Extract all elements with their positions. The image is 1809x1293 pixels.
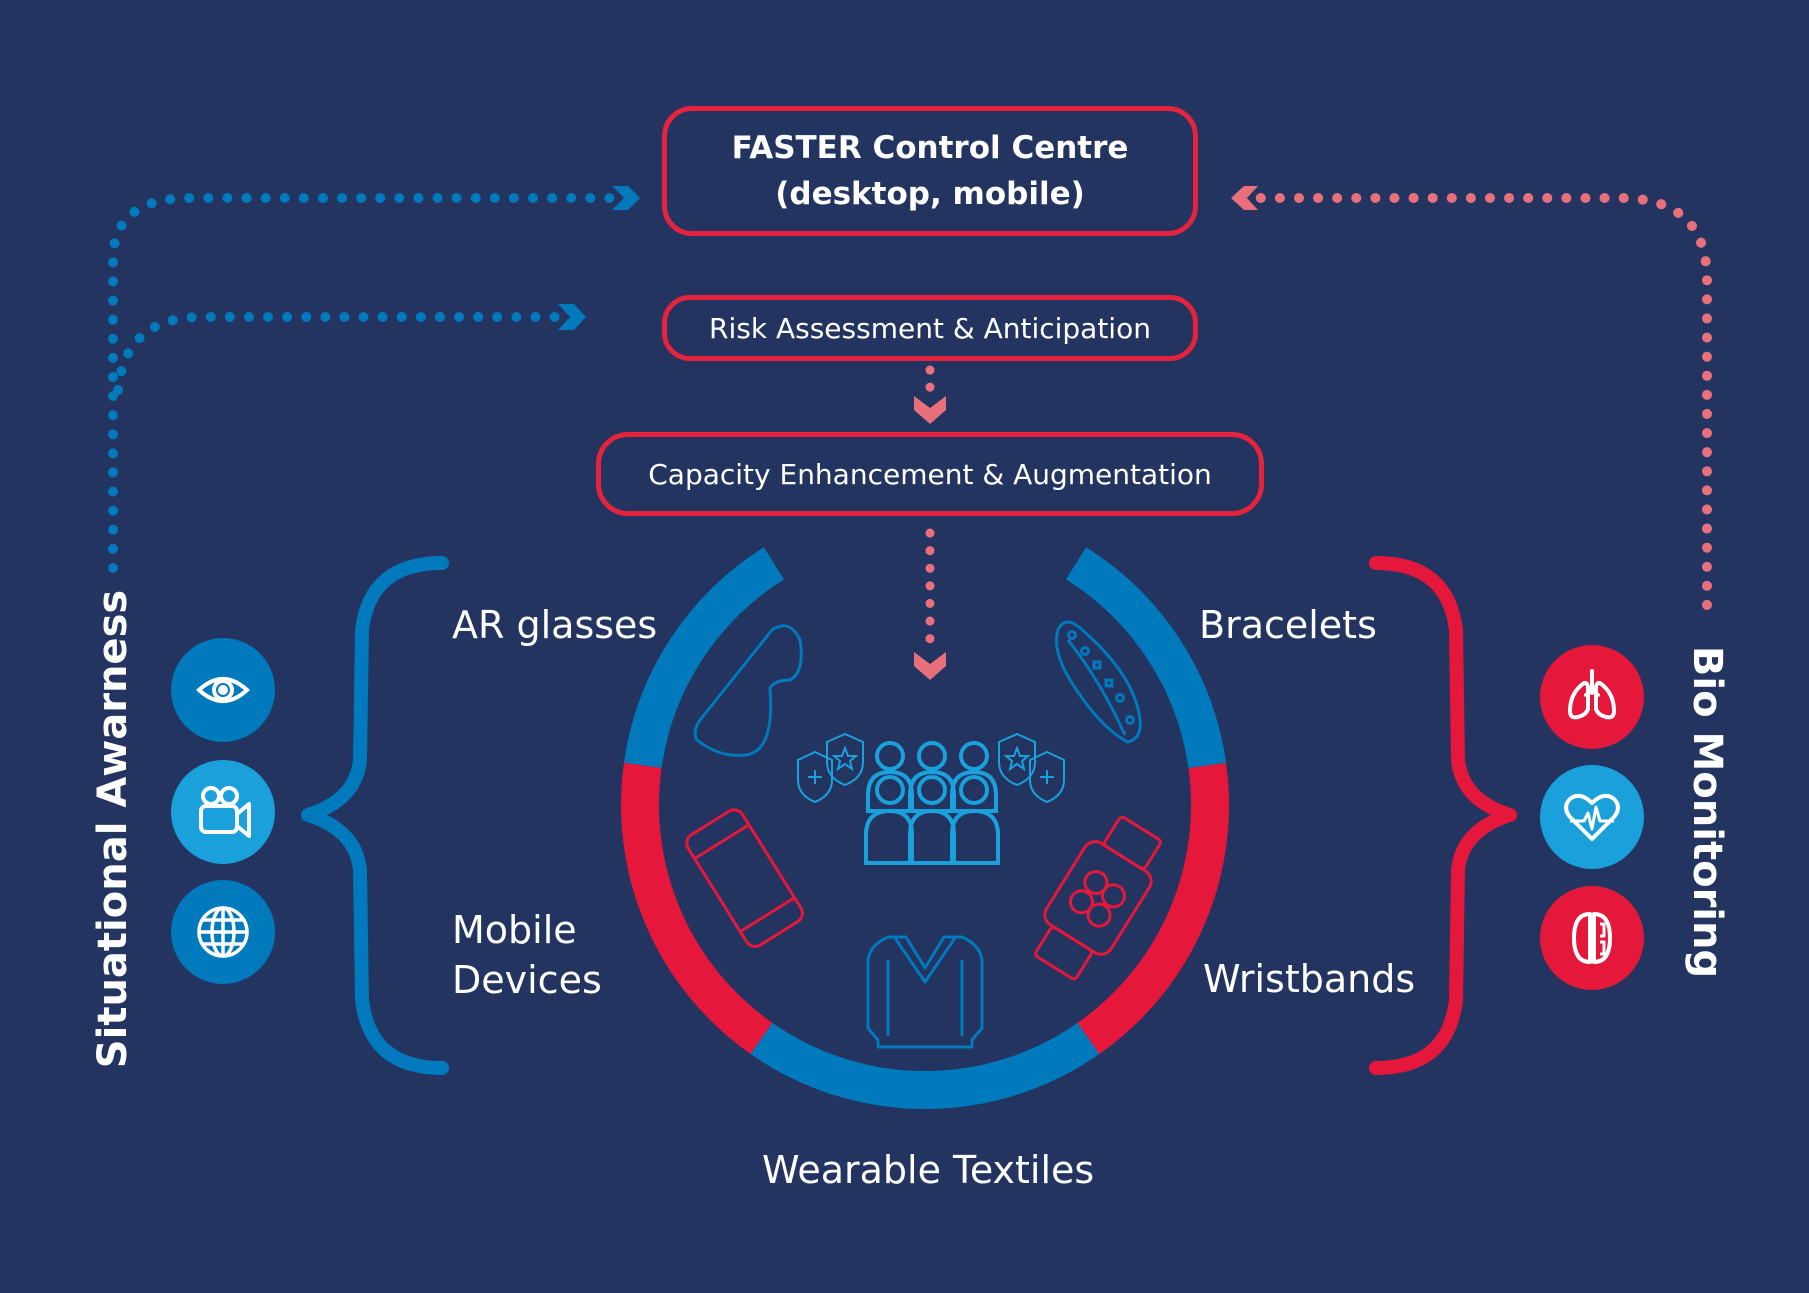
arrow-head-bio [1231,186,1258,210]
label-bracelets: Bracelets [1199,603,1377,647]
arrow-down-capacity [914,396,946,424]
capacity-enhancement-label: Capacity Enhancement & Augmentation [648,457,1212,491]
shield-icons [797,732,1065,804]
connector-bio-to-control-centre [1251,193,1712,610]
connector-to-risk [113,312,565,395]
connector-to-control-centre [108,193,620,573]
arrow-head-risk [558,304,586,330]
situational-awareness-title: Situational Awarness [90,589,136,1069]
control-centre-title: FASTER Control Centre [731,130,1129,166]
capacity-enhancement-box[interactable]: Capacity Enhancement & Augmentation [596,432,1264,516]
ring-segment-wearable-textiles [750,1022,1100,1109]
video-camera-icon [171,760,275,864]
bio-monitoring-title: Bio Monitoring [1684,645,1730,979]
heart-rate-icon [1540,765,1644,869]
label-wristbands: Wristbands [1203,957,1416,1001]
ring-segment-bracelets [1065,547,1227,769]
risk-assessment-label: Risk Assessment & Anticipation [709,311,1151,345]
ring-segment-ar-glasses [623,547,785,769]
shirt-icon [866,935,984,1049]
smartwatch-icon [1034,815,1162,981]
device-ring [621,547,1229,1109]
globe-icon [171,880,275,984]
right-brace [1369,556,1517,1075]
mobile-phone-icon [685,808,804,948]
ring-segment-wristbands [1077,762,1229,1055]
arrow-down-team [914,652,946,680]
ar-glasses-icon [693,624,803,757]
label-wearable-textiles: Wearable Textiles [762,1148,1095,1192]
team-with-shields-icon [864,741,1000,865]
label-mobile: Mobile [452,908,577,952]
lungs-icon [1540,645,1644,749]
bracelet-icon [1055,620,1142,744]
label-ar-glasses: AR glasses [452,603,658,647]
arrow-head-control-centre [612,186,640,210]
label-devices: Devices [452,958,602,1002]
control-centre-subtitle: (desktop, mobile) [775,176,1085,212]
eye-icon [171,638,275,742]
control-centre-box[interactable]: FASTER Control Centre (desktop, mobile) [662,106,1198,236]
risk-assessment-box[interactable]: Risk Assessment & Anticipation [662,295,1198,361]
left-brace [301,556,449,1075]
brain-icon [1540,886,1644,990]
ring-segment-mobile-devices [621,762,773,1055]
